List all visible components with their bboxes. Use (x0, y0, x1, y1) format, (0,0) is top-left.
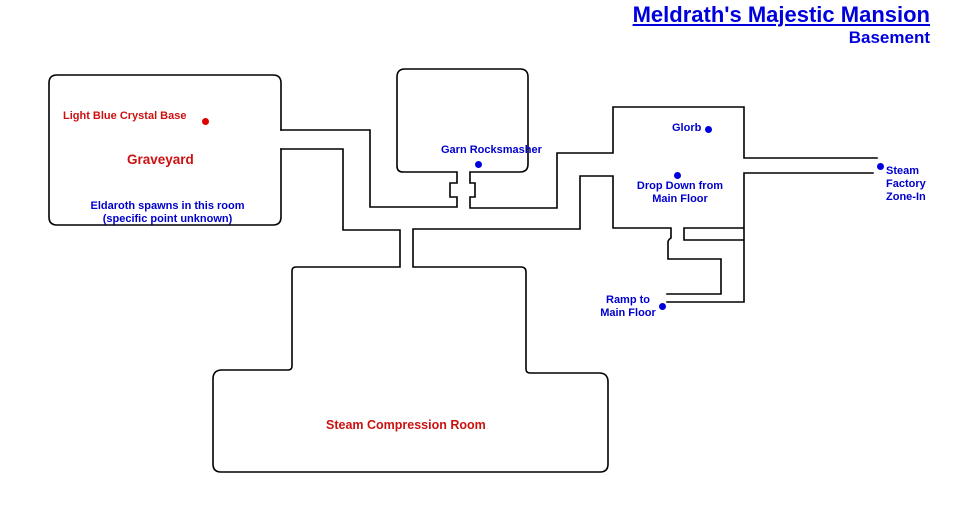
map-title: Meldrath's Majestic Mansion (632, 2, 930, 27)
map-title-block: Meldrath's Majestic Mansion Basement (633, 2, 930, 48)
label-steam-compression-room: Steam Compression Room (326, 418, 486, 432)
label-eldaroth-note: Eldaroth spawns in this room (specific p… (60, 200, 275, 226)
glorb-marker (704, 125, 712, 133)
label-steam-factory-line1: Steam (886, 165, 920, 177)
label-drop-down-line1: Drop Down from (636, 180, 724, 192)
label-drop-down: Drop Down from Main Floor (615, 180, 745, 206)
steam-factory-zone-in-marker (876, 162, 884, 170)
light-blue-crystal-base-marker (201, 117, 209, 125)
label-glorb: Glorb (672, 122, 702, 134)
walls-ramp-and-east-wall (666, 172, 874, 303)
label-light-blue-crystal-base: Light Blue Crystal Base (63, 110, 187, 122)
walls-north-corridors (280, 68, 878, 209)
drop-down-marker (673, 171, 681, 179)
label-ramp-line2: Main Floor (600, 307, 656, 319)
label-eldaroth-note-line2: (specific point unknown) (102, 213, 233, 225)
ramp-to-main-floor-marker (658, 302, 666, 310)
walls-south-corridors (212, 148, 722, 473)
label-drop-down-line2: Main Floor (652, 193, 708, 205)
map-subtitle: Basement (848, 28, 930, 47)
label-steam-factory-line3: Zone-In (886, 191, 926, 203)
label-garn-rocksmasher: Garn Rocksmasher (441, 144, 542, 156)
label-ramp-line1: Ramp to (606, 294, 650, 306)
garn-rocksmasher-marker (474, 160, 482, 168)
label-eldaroth-note-line1: Eldaroth spawns in this room (90, 200, 245, 212)
label-graveyard: Graveyard (127, 152, 194, 167)
label-steam-factory-zone-in: Steam Factory Zone-In (886, 165, 926, 204)
walls-graveyard-room (48, 74, 282, 226)
label-ramp-to-main-floor: Ramp to Main Floor (590, 294, 666, 320)
label-steam-factory-line2: Factory (886, 178, 926, 190)
